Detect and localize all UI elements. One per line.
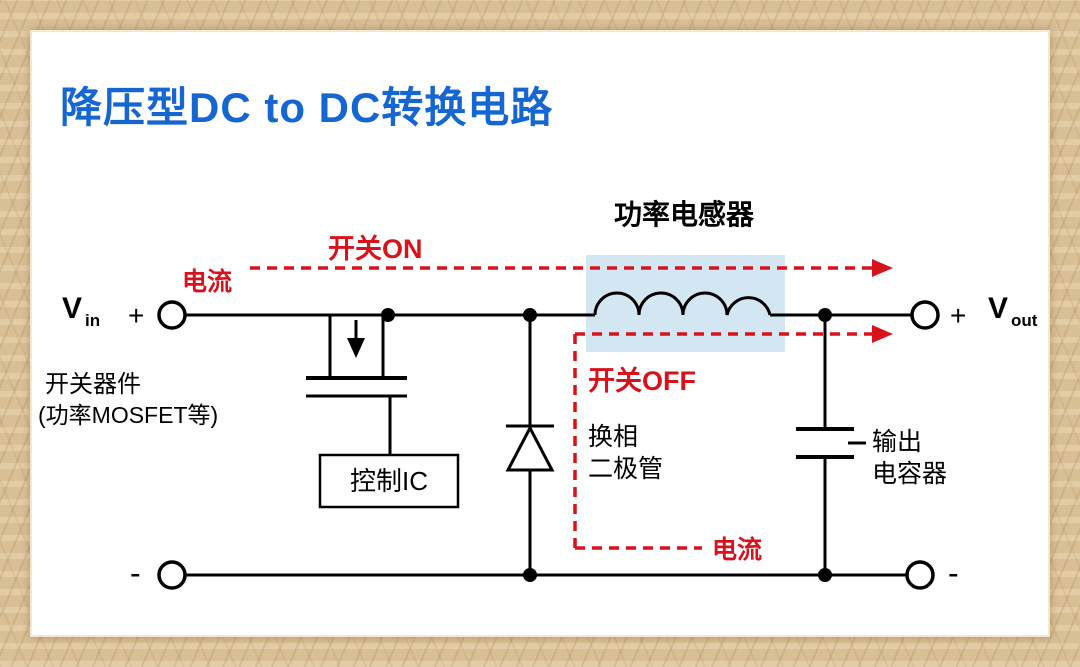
diode-label-line1: 换相 <box>588 423 638 451</box>
vout-plus-sign: + <box>950 300 966 331</box>
junction-dot <box>818 308 832 322</box>
switch-device-label-line2: (功率MOSFET等) <box>38 402 218 428</box>
off-current-arrowhead-icon <box>872 325 893 343</box>
junction-dot <box>523 308 537 322</box>
control-ic-box <box>318 453 460 509</box>
diode-triangle-icon <box>505 424 555 472</box>
inductor-label: 功率电感器 <box>614 198 755 230</box>
switch-off-current-path <box>573 325 893 550</box>
capacitor-symbol <box>796 315 866 575</box>
junction-dot <box>381 308 395 322</box>
vout-minus-terminal <box>905 560 935 590</box>
switch-off-label: 开关OFF <box>588 366 696 396</box>
diode-label-line2: 二极管 <box>588 455 663 483</box>
vout-subscript: out <box>1011 311 1038 330</box>
vout-plus-terminal <box>910 300 940 330</box>
mosfet-symbol <box>306 315 407 455</box>
junction-dot <box>818 568 832 582</box>
mosfet-arrow-icon <box>347 338 365 358</box>
capacitor-label-line1: 输出 <box>872 428 922 456</box>
vin-plus-terminal <box>157 300 187 330</box>
vin-minus-sign: - <box>130 555 141 591</box>
control-ic-label: 控制IC <box>350 466 428 496</box>
vin-subscript: in <box>85 311 100 330</box>
vin-plus-sign: + <box>128 300 144 331</box>
diagram-labels: V in + - V out + - 电流 开关ON 开关OFF 电流 功率电感… <box>38 198 1038 591</box>
switch-on-label: 开关ON <box>328 234 423 264</box>
switch-on-current-path <box>250 259 893 277</box>
junction-dots <box>381 308 832 582</box>
vin-label: V <box>62 292 82 325</box>
current-label-top: 电流 <box>182 268 232 296</box>
on-current-arrowhead-icon <box>872 259 893 277</box>
vout-minus-sign: - <box>948 555 959 591</box>
circuit-wires <box>185 313 912 577</box>
current-label-bottom: 电流 <box>712 536 762 564</box>
capacitor-label-line2: 电容器 <box>872 460 947 488</box>
inductor-coil-icon <box>593 291 772 316</box>
switch-device-label-line1: 开关器件 <box>45 371 141 398</box>
vout-label: V <box>988 292 1008 325</box>
terminals <box>157 300 940 590</box>
diode-symbol <box>505 315 555 575</box>
junction-dot <box>523 568 537 582</box>
vin-minus-terminal <box>157 560 187 590</box>
page-title: 降压型DC to DC转换电路 <box>60 84 554 131</box>
